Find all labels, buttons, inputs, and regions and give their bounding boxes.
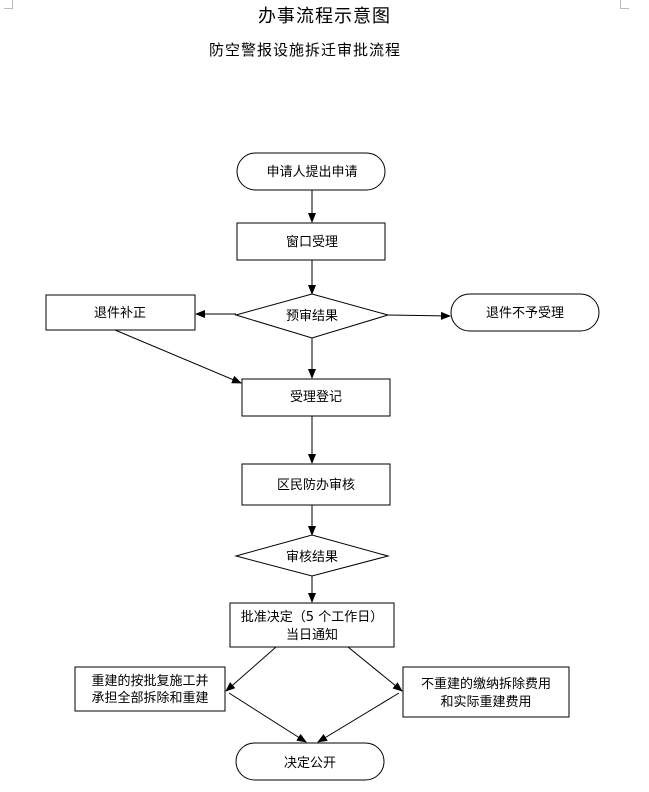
norebuild-label-line1: 不重建的缴纳拆除费用 (421, 676, 551, 692)
return-fix-box (45, 294, 196, 331)
register-label: 受理登记 (290, 390, 342, 405)
district-review-label: 区民防办审核 (277, 477, 355, 493)
decision-label-line1: 批准决定（5 个工作日） (241, 610, 383, 625)
arrow-decision-to-rebuild (225, 646, 277, 692)
rebuild-label-line1: 重建的按批复施工并 (91, 673, 208, 689)
page-corner-mark-right (620, 0, 629, 9)
norebuild-label-line2: 和实际重建费用 (440, 694, 531, 710)
norebuild-box (402, 666, 570, 718)
publish-label: 决定公开 (284, 756, 336, 771)
review-result-decision (234, 534, 390, 577)
rebuild-label-line2: 承担全部拆除和重建 (91, 690, 208, 706)
decision-label-line2: 当日通知 (286, 627, 338, 643)
page-subtitle: 防空警报设施拆迁审批流程 (208, 41, 401, 59)
arrow-preview-to-reject (387, 311, 451, 320)
arrow-rebuild-to-publish (228, 692, 307, 743)
apply-label: 申请人提出申请 (266, 164, 357, 180)
pre-review-label: 预审结果 (286, 309, 338, 324)
page-corner-mark-left (4, 0, 13, 9)
rebuild-box (74, 666, 226, 712)
arrow-returnfix-to-register (114, 329, 242, 384)
district-review-box (241, 463, 391, 506)
register-box (241, 378, 391, 417)
window-accept-box (236, 222, 386, 261)
publish-node (235, 742, 385, 781)
reject-node (450, 293, 600, 332)
arrow-norebuild-to-publish (317, 692, 400, 743)
window-accept-label: 窗口受理 (286, 234, 338, 250)
apply-node (236, 152, 386, 191)
return-fix-label: 退件补正 (94, 306, 146, 321)
page-title: 办事流程示意图 (258, 6, 391, 27)
review-result-label: 审核结果 (286, 550, 338, 565)
reject-label: 退件不予受理 (486, 306, 564, 321)
arrow-decision-to-norebuild (347, 646, 403, 692)
decision-box (229, 602, 395, 648)
pre-review-decision (234, 293, 390, 339)
